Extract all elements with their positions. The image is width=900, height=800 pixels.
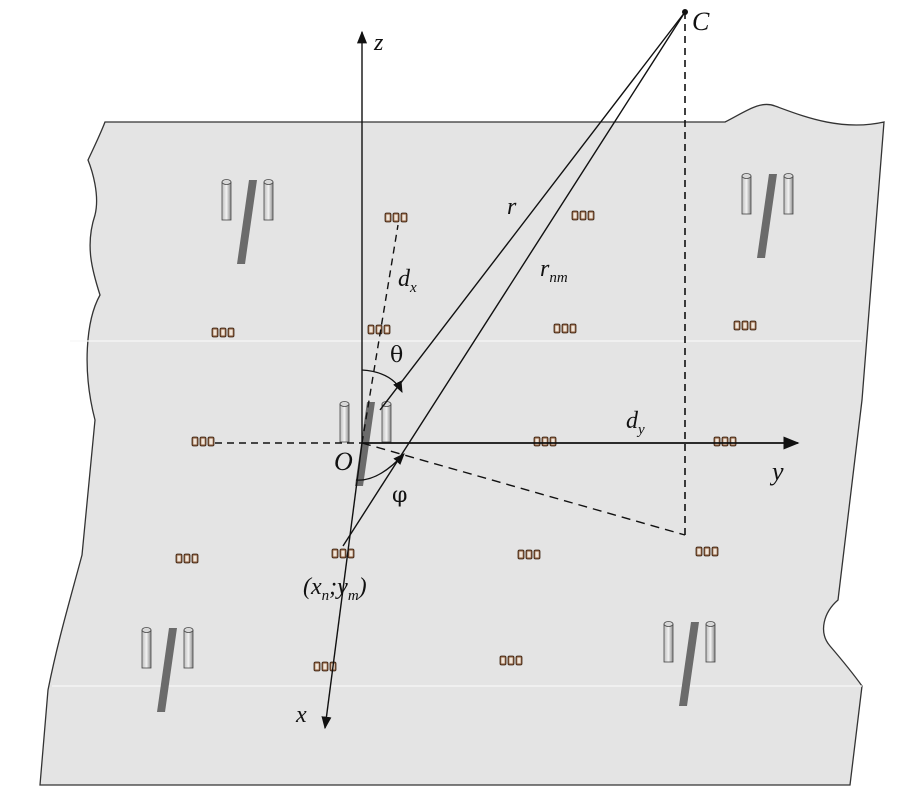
ground-plane (39, 103, 885, 786)
point-c-label: C (692, 7, 710, 36)
antenna-triplet-icon (695, 546, 719, 557)
r-label: r (507, 194, 517, 220)
dx-main: d (398, 266, 411, 292)
origin-label: O (334, 447, 353, 476)
point-nm-label: (xn;ym) (303, 574, 367, 604)
antenna-triplet-icon (499, 655, 523, 666)
dx-subscript: x (409, 280, 417, 296)
phi-angle-arc (355, 453, 405, 481)
point-nm-prefix: (x (303, 574, 322, 600)
antenna-triplet-icon (331, 548, 355, 559)
rnm-main: r (540, 256, 550, 282)
point-nm-mid: ;y (329, 574, 348, 600)
r-line (379, 11, 686, 411)
antenna-triplet-icon (533, 436, 557, 447)
dy-main: d (626, 408, 639, 434)
x-axis (321, 442, 363, 730)
z-axis-label: z (373, 30, 384, 56)
projection-dashed-line (361, 442, 686, 536)
point-nm-n: n (322, 588, 330, 604)
dy-subscript: y (636, 422, 645, 438)
dx-dashed-line (361, 224, 399, 444)
rnm-label: rnm (540, 256, 568, 286)
theta-label: θ (390, 343, 403, 368)
antenna-triplet-icon (713, 436, 737, 447)
antenna-triplet-icon (191, 436, 215, 447)
antenna-triplet-icon (175, 553, 199, 564)
antenna-triplet-icon (211, 327, 235, 338)
antenna-triplet-icon (553, 323, 577, 334)
antenna-triplet-icon (517, 549, 541, 560)
dy-label: dy (626, 408, 645, 438)
y-axis-label: y (769, 457, 784, 486)
point-c-marker (682, 9, 688, 15)
antenna-triplet-icon (571, 210, 595, 221)
dx-label: dx (398, 266, 417, 296)
x-axis-label: x (295, 702, 307, 728)
antenna-triplet-icon (384, 212, 408, 223)
antenna-triplet-icon (367, 324, 391, 335)
point-nm-suffix: ) (357, 574, 367, 600)
rnm-subscript: nm (549, 270, 568, 286)
theta-angle-arc (361, 369, 403, 394)
point-nm-m: m (348, 588, 359, 604)
phi-label: φ (392, 483, 407, 508)
antenna-triplet-icon (733, 320, 757, 331)
